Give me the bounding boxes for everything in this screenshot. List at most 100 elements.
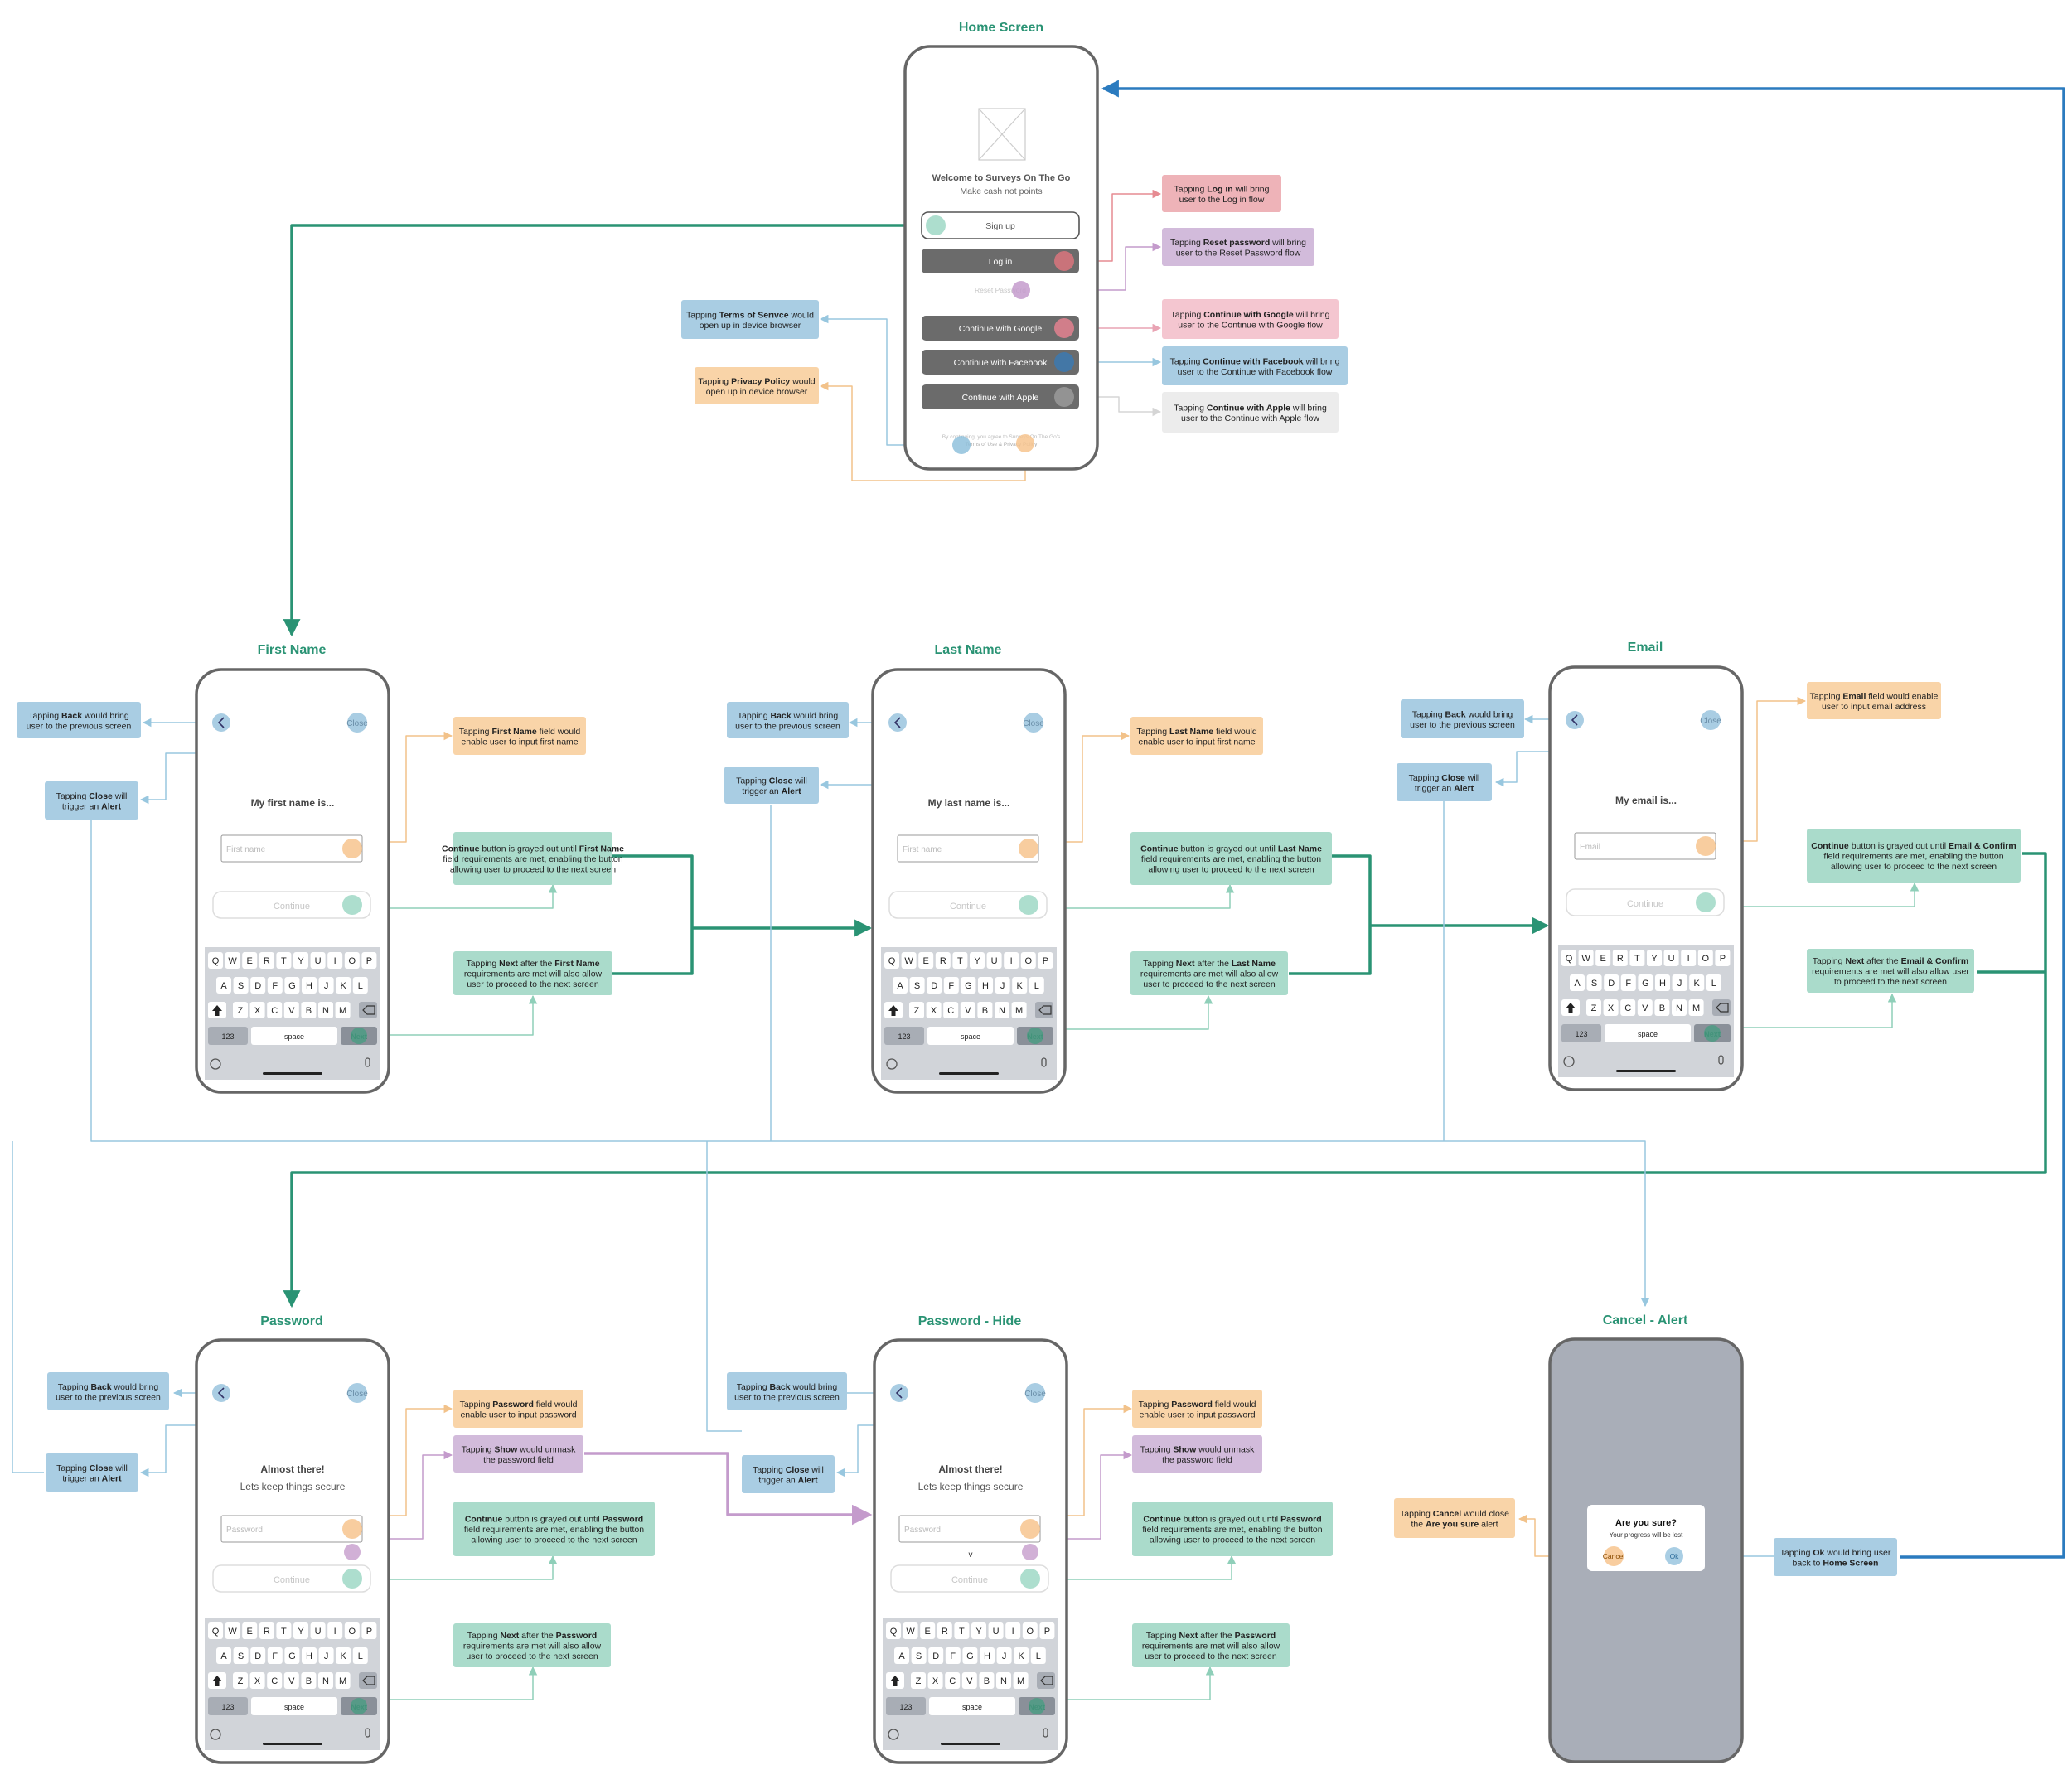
space-key[interactable] [251, 1697, 337, 1715]
key[interactable] [233, 1002, 248, 1018]
key[interactable] [909, 977, 925, 994]
numbers-key[interactable] [1561, 1024, 1601, 1042]
key[interactable] [276, 952, 292, 969]
key[interactable] [1672, 999, 1687, 1016]
key[interactable] [886, 1622, 901, 1639]
key[interactable] [945, 1672, 961, 1689]
key[interactable] [310, 952, 326, 969]
key[interactable] [927, 977, 942, 994]
key[interactable] [1561, 950, 1576, 966]
key[interactable] [208, 1622, 223, 1639]
key[interactable] [909, 1002, 924, 1018]
key[interactable] [233, 977, 249, 994]
key[interactable] [1586, 974, 1602, 991]
key[interactable] [935, 952, 951, 969]
numbers-key[interactable] [208, 1697, 248, 1715]
key[interactable] [249, 1672, 265, 1689]
key[interactable] [1655, 974, 1670, 991]
key[interactable] [1586, 999, 1601, 1016]
key[interactable] [960, 1002, 975, 1018]
key[interactable] [1004, 952, 1019, 969]
emoji-icon[interactable] [886, 1058, 898, 1070]
key[interactable] [943, 977, 959, 994]
key[interactable] [250, 1647, 266, 1664]
key[interactable] [1603, 999, 1619, 1016]
key[interactable] [310, 1622, 326, 1639]
key[interactable] [259, 952, 274, 969]
key[interactable] [1578, 950, 1594, 966]
close-button[interactable] [1701, 710, 1721, 730]
key[interactable] [918, 952, 934, 969]
key[interactable] [988, 1622, 1004, 1639]
key[interactable] [986, 952, 1002, 969]
key[interactable] [961, 1672, 977, 1689]
key[interactable] [284, 1647, 300, 1664]
key[interactable] [978, 977, 993, 994]
emoji-icon[interactable] [210, 1729, 221, 1740]
key[interactable] [249, 1002, 265, 1018]
key[interactable] [1011, 1002, 1027, 1018]
key[interactable] [327, 1622, 343, 1639]
key[interactable] [1030, 1647, 1046, 1664]
key[interactable] [302, 977, 317, 994]
key[interactable] [318, 1647, 334, 1664]
key[interactable] [1681, 950, 1697, 966]
key[interactable] [233, 1647, 249, 1664]
key[interactable] [894, 1647, 909, 1664]
key[interactable] [233, 1672, 248, 1689]
back-button[interactable] [212, 1384, 230, 1402]
key[interactable] [242, 1622, 258, 1639]
close-label[interactable]: Close [346, 1390, 368, 1399]
emoji-icon[interactable] [888, 1729, 899, 1740]
key[interactable] [1638, 974, 1653, 991]
key[interactable] [926, 1002, 942, 1018]
mic-icon[interactable] [1041, 1057, 1047, 1067]
key[interactable] [1012, 977, 1028, 994]
mic-icon[interactable] [1718, 1055, 1724, 1065]
mic-icon[interactable] [1043, 1728, 1048, 1738]
key[interactable] [920, 1622, 936, 1639]
key[interactable] [979, 1672, 995, 1689]
key[interactable] [336, 1647, 351, 1664]
key[interactable] [1039, 1622, 1055, 1639]
key[interactable] [284, 977, 300, 994]
key[interactable] [952, 952, 968, 969]
reset-password-link[interactable]: Reset Password [975, 286, 1026, 294]
key[interactable] [1022, 1622, 1038, 1639]
key[interactable] [225, 1622, 240, 1639]
key[interactable] [1697, 950, 1713, 966]
key[interactable] [267, 1002, 283, 1018]
key[interactable] [302, 1647, 317, 1664]
key[interactable] [945, 1647, 961, 1664]
key[interactable] [1715, 950, 1731, 966]
key[interactable] [1014, 1647, 1029, 1664]
close-label[interactable]: Close [1024, 1390, 1046, 1399]
continue-button[interactable] [212, 891, 371, 919]
key[interactable] [971, 1622, 986, 1639]
key[interactable] [1706, 974, 1721, 991]
alert-cancel-button[interactable]: Cancel [1603, 1552, 1625, 1560]
close-button[interactable] [1024, 713, 1043, 733]
key[interactable] [1688, 999, 1704, 1016]
key[interactable] [1612, 950, 1628, 966]
back-button[interactable] [890, 1384, 908, 1402]
key[interactable] [995, 1002, 1009, 1018]
key[interactable] [937, 1622, 952, 1639]
key[interactable] [1013, 1672, 1029, 1689]
legal-links[interactable]: Terms of Use & Privacy Policy [966, 442, 1038, 447]
key[interactable] [216, 977, 231, 994]
continue-button[interactable] [1566, 888, 1725, 916]
close-label[interactable]: Close [346, 719, 368, 728]
mic-icon[interactable] [365, 1728, 370, 1738]
key[interactable] [996, 1647, 1012, 1664]
continue-button[interactable] [890, 1564, 1049, 1593]
key[interactable] [318, 1002, 333, 1018]
alert-ok-button[interactable]: Ok [1670, 1552, 1680, 1560]
key[interactable] [995, 977, 1010, 994]
key[interactable] [911, 1647, 927, 1664]
key[interactable] [335, 1672, 351, 1689]
google-button[interactable] [922, 316, 1079, 341]
key[interactable] [962, 1647, 978, 1664]
key[interactable] [283, 1002, 299, 1018]
key[interactable] [259, 1622, 274, 1639]
